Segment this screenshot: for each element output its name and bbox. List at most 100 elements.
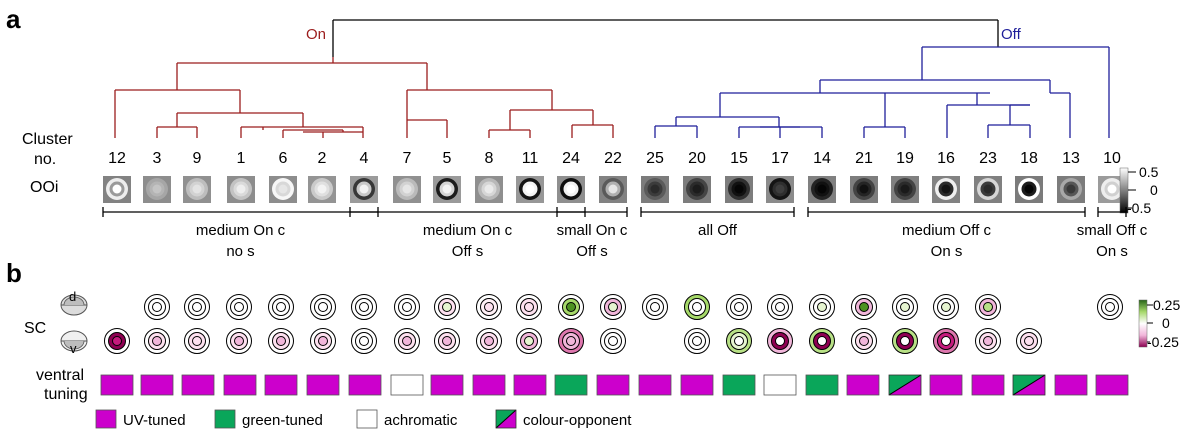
tuning-box bbox=[348, 374, 382, 396]
sc-ring-map bbox=[144, 328, 170, 354]
cluster-number: 13 bbox=[1062, 150, 1080, 167]
ooi-map bbox=[599, 176, 627, 203]
sc-label: SC bbox=[24, 320, 46, 337]
tuning-axis-label-2: tuning bbox=[44, 386, 88, 403]
ooi-map bbox=[1098, 176, 1126, 203]
sc-ring-map bbox=[434, 328, 460, 354]
sc-ring-map bbox=[726, 328, 752, 354]
sc-ring-map bbox=[975, 328, 1001, 354]
sc-ring-map bbox=[726, 294, 752, 320]
sc-ring-map bbox=[351, 294, 377, 320]
tuning-box bbox=[100, 374, 134, 396]
ooi-map bbox=[557, 176, 585, 203]
functional-group-label: medium On c bbox=[196, 222, 286, 239]
on-branch-label: On bbox=[306, 26, 326, 43]
legend-item: colour-opponent bbox=[495, 409, 632, 429]
legend-item: green-tuned bbox=[214, 409, 323, 429]
tuning-box bbox=[306, 374, 340, 396]
tuning-box bbox=[264, 374, 298, 396]
ooi-map bbox=[516, 176, 544, 203]
ooi-map bbox=[269, 176, 297, 203]
sc-ring-map bbox=[268, 328, 294, 354]
cluster-number: 22 bbox=[604, 150, 622, 167]
tuning-box bbox=[390, 374, 424, 396]
ooi-map-row bbox=[103, 176, 1126, 203]
functional-group-label: Off s bbox=[576, 243, 607, 260]
functional-group-label: all Off bbox=[698, 222, 738, 239]
ooi-map bbox=[227, 176, 255, 203]
legend-label: UV-tuned bbox=[123, 412, 186, 429]
ooi-colorbar-mid: 0 bbox=[1150, 182, 1158, 198]
legend-swatch bbox=[495, 409, 517, 429]
cluster-number: 18 bbox=[1020, 150, 1038, 167]
functional-group: medium Off cOn s bbox=[807, 207, 1086, 260]
ooi-map bbox=[641, 176, 669, 203]
sc-ring-map bbox=[558, 328, 584, 354]
tuning-box bbox=[1095, 374, 1129, 396]
tuning-box bbox=[763, 374, 797, 396]
tuning-legend: UV-tuned green-tuned achromatic colour-oppo… bbox=[95, 409, 632, 429]
sc-ring-map bbox=[310, 328, 336, 354]
cluster-number: 24 bbox=[562, 150, 580, 167]
cluster-number: 20 bbox=[688, 150, 706, 167]
tuning-box bbox=[1054, 374, 1088, 396]
sc-ring-map bbox=[684, 328, 710, 354]
ooi-map bbox=[183, 176, 211, 203]
sc-ring-map bbox=[516, 294, 542, 320]
tuning-axis-label: ventral bbox=[36, 367, 84, 384]
sc-ventral-letter: v bbox=[70, 341, 77, 356]
ooi-map bbox=[808, 176, 836, 203]
sc-ring-map bbox=[892, 328, 918, 354]
ooi-map bbox=[891, 176, 919, 203]
ooi-label: OOi bbox=[30, 179, 58, 196]
sc-colorbar-gradient bbox=[1138, 299, 1148, 348]
sc-colorbar-bottom: -0.25 bbox=[1147, 334, 1179, 350]
functional-group: small Off cOn s bbox=[1077, 207, 1148, 260]
sc-ring-map bbox=[184, 294, 210, 320]
sc-ventral-row bbox=[104, 328, 1042, 354]
sc-ring-map bbox=[1016, 328, 1042, 354]
sc-ring-map bbox=[310, 294, 336, 320]
ooi-map bbox=[393, 176, 421, 203]
tuning-box bbox=[554, 374, 588, 396]
cluster-number: 4 bbox=[360, 150, 369, 167]
sc-ring-map bbox=[144, 294, 170, 320]
cluster-number: 6 bbox=[279, 150, 288, 167]
cluster-number: 14 bbox=[813, 150, 831, 167]
sc-ring-map bbox=[394, 328, 420, 354]
ooi-map bbox=[308, 176, 336, 203]
functional-group-label: no s bbox=[226, 243, 254, 260]
sc-ring-map bbox=[809, 328, 835, 354]
sc-ring-map bbox=[684, 294, 710, 320]
cluster-number: 12 bbox=[108, 150, 126, 167]
cluster-number: 5 bbox=[443, 150, 452, 167]
ventral-tuning-row bbox=[100, 374, 1129, 396]
sc-ring-map bbox=[600, 328, 626, 354]
tuning-box bbox=[805, 374, 839, 396]
sc-schematic: d v bbox=[60, 289, 88, 356]
ooi-map bbox=[433, 176, 461, 203]
tuning-box bbox=[971, 374, 1005, 396]
tuning-box bbox=[140, 374, 174, 396]
ooi-map bbox=[475, 176, 503, 203]
legend-swatch bbox=[214, 409, 236, 429]
tuning-box bbox=[223, 374, 257, 396]
tuning-box bbox=[680, 374, 714, 396]
functional-group-label: On s bbox=[1096, 243, 1128, 260]
sc-colorbar-top: 0.25 bbox=[1153, 297, 1180, 313]
sc-ring-map bbox=[226, 294, 252, 320]
functional-group: medium On c no s bbox=[102, 207, 379, 260]
sc-ring-map bbox=[226, 328, 252, 354]
sc-ring-map bbox=[351, 328, 377, 354]
legend-item: achromatic bbox=[356, 409, 458, 429]
ooi-map bbox=[683, 176, 711, 203]
sc-ring-map bbox=[394, 294, 420, 320]
tuning-box bbox=[1012, 374, 1046, 396]
sc-ring-map bbox=[767, 294, 793, 320]
ooi-colorbar-top: 0.5 bbox=[1139, 164, 1159, 180]
sc-ring-map bbox=[851, 294, 877, 320]
cluster-number: 11 bbox=[522, 150, 539, 167]
